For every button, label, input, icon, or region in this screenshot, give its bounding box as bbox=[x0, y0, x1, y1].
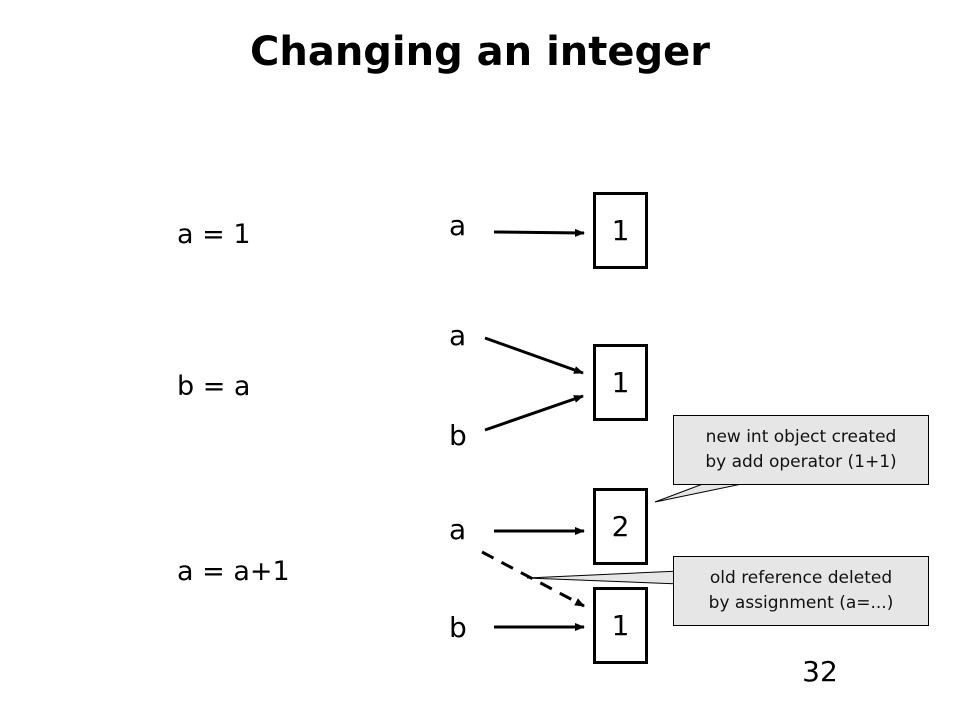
callout-new-object-line2: by add operator (1+1) bbox=[705, 452, 897, 472]
callout-old-reference-line2: by assignment (a=...) bbox=[708, 593, 894, 613]
callout-new-object-line1: new int object created bbox=[705, 427, 897, 447]
page-number: 32 bbox=[802, 655, 838, 688]
arrow-b-to-1-row2 bbox=[484, 394, 584, 432]
variable-a-row3: a bbox=[449, 513, 467, 546]
callout-new-object: new int object created by add operator (… bbox=[673, 415, 929, 485]
callout-pointer-old-reference bbox=[526, 570, 681, 585]
statement-a-equals-1: a = 1 bbox=[177, 219, 251, 250]
object-box-row1: 1 bbox=[593, 192, 648, 269]
arrow-a-to-1-row2 bbox=[484, 336, 584, 375]
object-box-row2: 1 bbox=[593, 344, 648, 421]
callout-old-reference-line1: old reference deleted bbox=[709, 568, 893, 588]
object-box-new: 2 bbox=[593, 488, 648, 565]
object-box-old: 1 bbox=[593, 587, 648, 664]
variable-b-row2: b bbox=[449, 419, 467, 452]
arrow-a-to-1-deleted bbox=[481, 550, 585, 608]
callout-old-reference: old reference deleted by assignment (a=.… bbox=[673, 556, 929, 626]
statement-a-equals-a-plus-1: a = a+1 bbox=[177, 556, 290, 587]
variable-a-row2: a bbox=[449, 319, 467, 352]
arrow-a-to-1-row1 bbox=[493, 228, 585, 237]
variable-a-row1: a bbox=[449, 209, 467, 242]
slide-title: Changing an integer bbox=[250, 29, 710, 75]
variable-b-row3: b bbox=[449, 611, 467, 644]
statement-b-equals-a: b = a bbox=[177, 371, 251, 402]
